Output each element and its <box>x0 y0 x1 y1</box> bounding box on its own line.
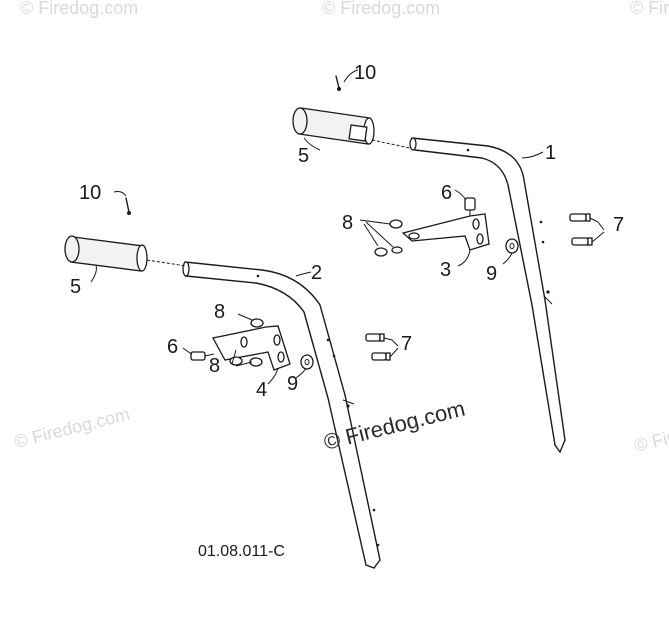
watermark-right: © Firedog.com <box>632 408 669 456</box>
bracket-left <box>212 325 291 371</box>
spacer-right <box>505 238 519 254</box>
callout-8-right: 8 <box>342 212 353 234</box>
screws-left <box>365 333 399 361</box>
washers-right <box>359 219 403 257</box>
handle-bar-upper-right <box>409 137 566 453</box>
cable-tie-right <box>335 69 359 91</box>
drawing-code: 01.08.011-C <box>198 543 285 560</box>
callout-1: 1 <box>545 142 556 164</box>
watermark-top-middle: © Firedog.com <box>322 0 440 18</box>
callout-10-left: 10 <box>79 182 101 204</box>
leader-lines <box>90 137 544 385</box>
callout-9-left: 9 <box>287 373 298 395</box>
watermark-center: © Firedog.com <box>321 396 467 455</box>
washers-left <box>229 313 264 367</box>
handle-bar-left <box>182 261 381 569</box>
callout-7-right: 7 <box>613 214 624 236</box>
callout-6-right: 6 <box>441 182 452 204</box>
bolt-left <box>190 351 215 361</box>
callout-8-left-bottom: 8 <box>209 355 220 377</box>
screws-right <box>569 213 605 246</box>
callout-9-right: 9 <box>486 263 497 285</box>
callout-5-left: 5 <box>70 276 81 298</box>
bracket-right <box>401 213 490 251</box>
watermark-left: © Firedog.com <box>12 404 132 452</box>
callout-7-left: 7 <box>401 333 412 355</box>
callout-3: 3 <box>440 259 451 281</box>
callout-6-left: 6 <box>167 336 178 358</box>
bolt-right <box>464 197 476 216</box>
cable-tie-left <box>113 191 131 215</box>
callout-10-right: 10 <box>354 62 376 84</box>
callout-5-right: 5 <box>298 145 309 167</box>
grip-upper-right <box>292 107 411 149</box>
grip-left <box>64 235 187 272</box>
callout-8-left-top: 8 <box>214 301 225 323</box>
callout-4: 4 <box>256 379 267 401</box>
spacer-left <box>300 354 314 370</box>
callout-2: 2 <box>311 262 322 284</box>
watermark-top-left: © Firedog.com <box>20 0 138 18</box>
watermark-top-right: © Firedog.com <box>630 0 669 18</box>
